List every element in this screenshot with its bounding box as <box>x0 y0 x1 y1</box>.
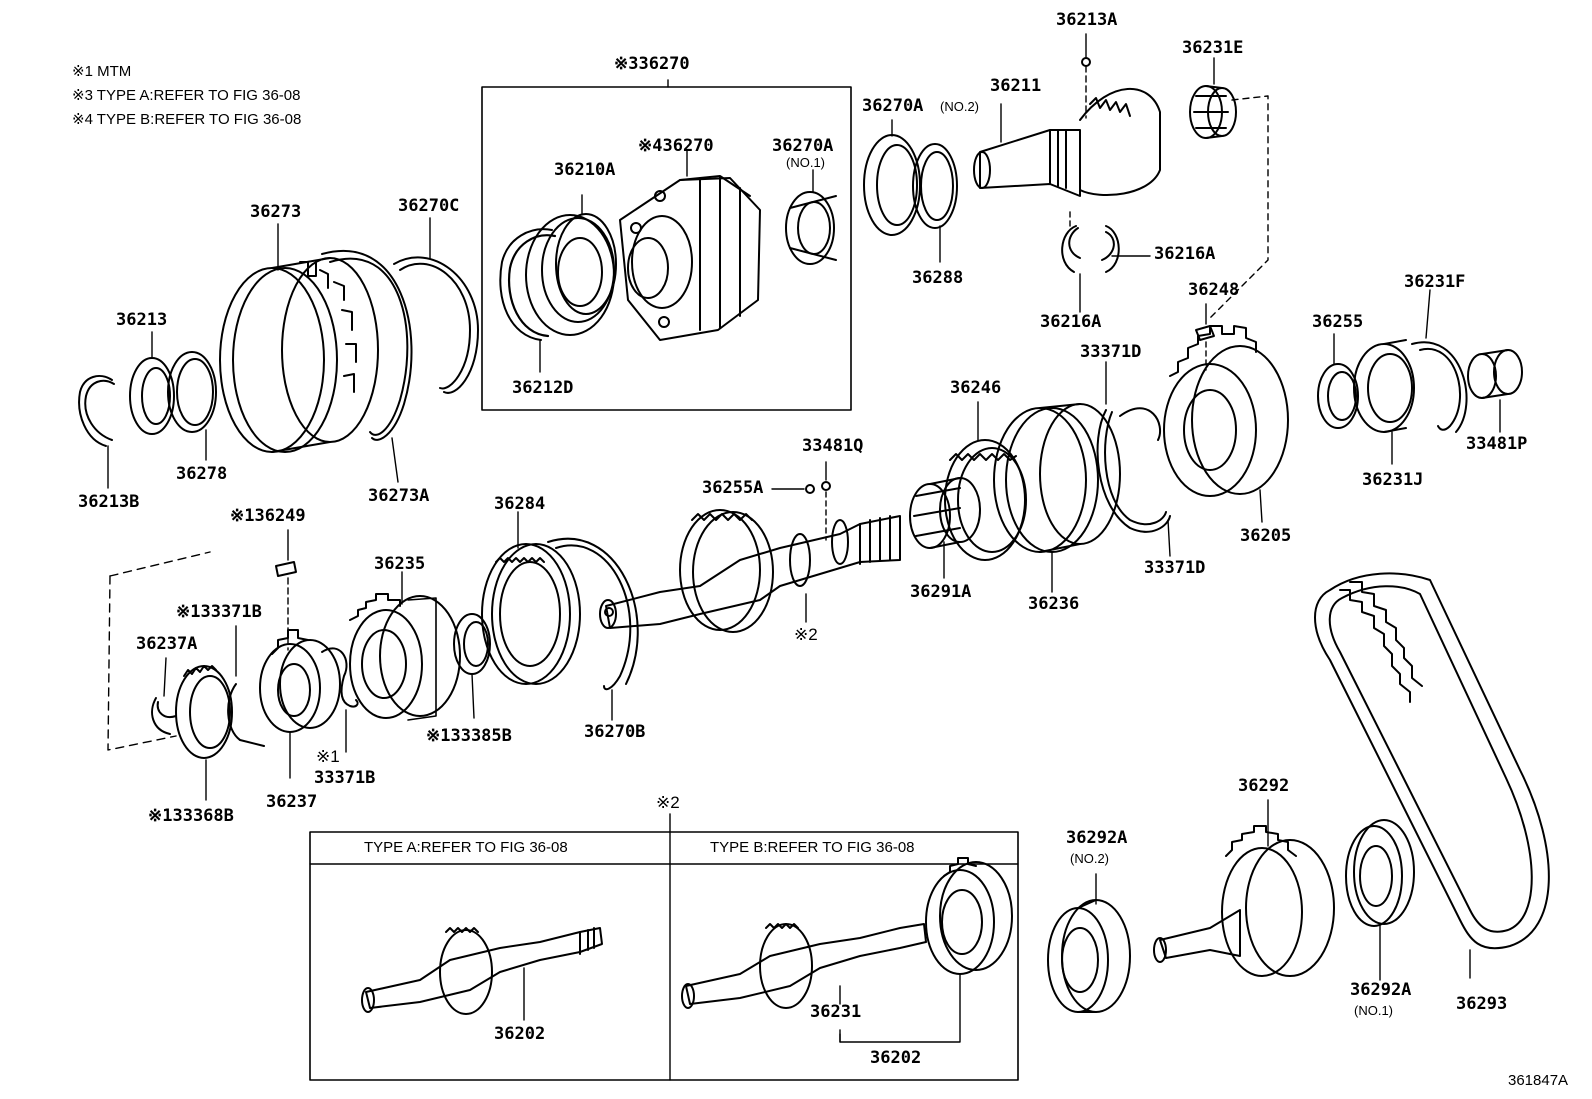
label-33385B: ※133385B <box>426 726 512 746</box>
label-36270-box: ※336270 <box>614 54 690 74</box>
label-33371D-bottom: 33371D <box>1144 558 1206 578</box>
label-36231J: 36231J <box>1362 470 1424 490</box>
label-36210A: 36210A <box>554 160 616 180</box>
type-table <box>309 813 1019 1081</box>
lower-right-group <box>1047 572 1550 1013</box>
label-36292: 36292 <box>1238 776 1290 796</box>
type-a-header: TYPE A:REFER TO FIG 36-08 <box>364 839 568 856</box>
label-no1b: (NO.1) <box>1354 1003 1393 1018</box>
label-36270C: 36270C <box>398 196 460 216</box>
label-36273A: 36273A <box>368 486 430 506</box>
label-33371D-top: 33371D <box>1080 342 1142 362</box>
label-no2b: (NO.2) <box>1070 851 1109 866</box>
label-36270A-no2: 36270A <box>862 96 924 116</box>
type-b-header: TYPE B:REFER TO FIG 36-08 <box>710 839 915 856</box>
label-36288: 36288 <box>912 268 964 288</box>
label-36213A: 36213A <box>1056 10 1118 30</box>
label-no2: (NO.2) <box>940 99 979 114</box>
label-36270B: 36270B <box>584 722 646 742</box>
figure-number: 361847A <box>1508 1072 1569 1089</box>
label-36249: ※136249 <box>230 506 306 526</box>
lower-left-group <box>107 511 639 801</box>
label-36202-type-b: 36202 <box>870 1048 922 1068</box>
label-36255: 36255 <box>1312 312 1364 332</box>
label-36273: 36273 <box>250 202 302 222</box>
label-36270A-no1: 36270A <box>772 136 834 156</box>
label-36291A: 36291A <box>910 582 972 602</box>
label-36231E: 36231E <box>1182 38 1244 58</box>
label-33481Q: 33481Q <box>802 436 864 456</box>
label-mark-2-box: ※2 <box>656 793 680 812</box>
label-36278: 36278 <box>176 464 228 484</box>
label-mark-1: ※1 <box>316 747 340 766</box>
left-top-group <box>78 217 479 489</box>
label-36231F: 36231F <box>1404 272 1466 292</box>
label-36212D: 36212D <box>512 378 574 398</box>
label-36213B: 36213B <box>78 492 140 512</box>
label-36235: 36235 <box>374 554 426 574</box>
label-36237: 36237 <box>266 792 318 812</box>
label-36248: 36248 <box>1188 280 1240 300</box>
label-36270-inner: ※436270 <box>638 136 714 156</box>
label-33368B: ※133368B <box>148 806 234 826</box>
label-36213: 36213 <box>116 310 168 330</box>
label-36216A-bottom: 36216A <box>1040 312 1102 332</box>
label-36205: 36205 <box>1240 526 1292 546</box>
label-36246: 36246 <box>950 378 1002 398</box>
label-33371B-bottom: 33371B <box>314 768 376 788</box>
planetary-carrier-box <box>481 79 852 411</box>
label-36231: 36231 <box>810 1002 862 1022</box>
label-36255A: 36255A <box>702 478 764 498</box>
label-33481P: 33481P <box>1466 434 1528 454</box>
label-36292A-no2: 36292A <box>1066 828 1128 848</box>
label-36237A: 36237A <box>136 634 198 654</box>
label-36216A-right: 36216A <box>1154 244 1216 264</box>
label-33371B-top: ※133371B <box>176 602 262 622</box>
label-mark-2: ※2 <box>794 625 818 644</box>
label-36211: 36211 <box>990 76 1042 96</box>
label-no1: (NO.1) <box>786 155 825 170</box>
label-36236: 36236 <box>1028 594 1080 614</box>
note-3: ※3 TYPE A:REFER TO FIG 36-08 <box>72 87 301 104</box>
main-shaft-group <box>599 289 1523 633</box>
note-4: ※4 TYPE B:REFER TO FIG 36-08 <box>72 111 302 128</box>
label-36284: 36284 <box>494 494 546 514</box>
label-36202-type-a: 36202 <box>494 1024 546 1044</box>
top-right-group <box>863 33 1269 321</box>
note-1: ※1 MTM <box>72 63 132 80</box>
label-36292A-no1: 36292A <box>1350 980 1412 1000</box>
label-36293: 36293 <box>1456 994 1508 1014</box>
